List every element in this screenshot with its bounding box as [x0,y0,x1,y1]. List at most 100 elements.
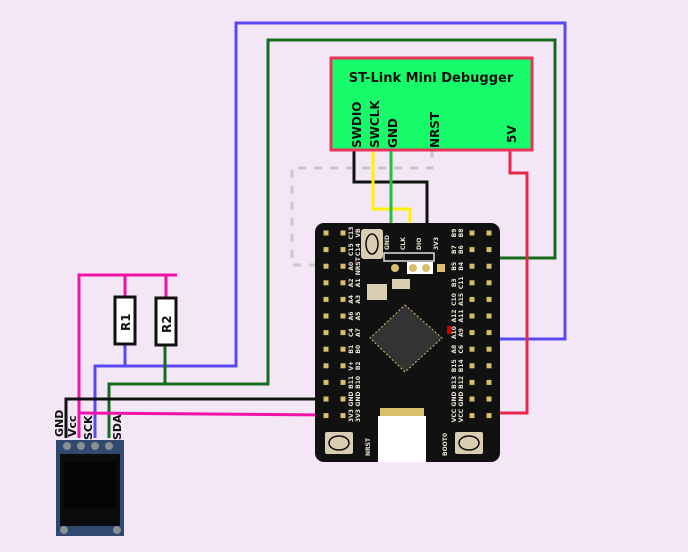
debugger-pin-5v: 5V [505,125,519,143]
btn-label-nrst: NRST [365,437,372,456]
board-pin-label-right: B14 [458,359,465,372]
board-pin-label-left: A0 [348,262,355,271]
debugger-pin-swclk: SWCLK [368,100,382,148]
header-pad [340,330,346,336]
header-pad [486,363,492,369]
header-pad [340,296,346,302]
board-pin-label-left: NRST [355,256,362,275]
st-link-debugger: ST-Link Mini Debugger SWDIO SWCLK GND NR… [329,56,534,152]
header-pad [340,379,346,385]
board-pin-label-right: A8 [451,345,458,354]
header-pad [486,263,492,269]
debugger-title: ST-Link Mini Debugger [349,71,514,86]
board-pin-label-left: A7 [355,328,362,337]
header-pad [486,247,492,253]
board-pin-label-left: A2 [348,278,355,287]
header-pad [469,346,475,352]
header-pad [323,413,329,419]
oled-pin-vcc: Vcc [66,415,79,437]
board-pin-label-left: C15 [348,243,355,256]
header-pad [469,379,475,385]
resistor-r2: R2 [154,296,178,347]
header-pad [323,230,329,236]
board-pin-label-right: B9 [451,229,458,238]
board-pin-label-left: A6 [348,312,355,321]
header-pad [486,413,492,419]
board-pin-label-right: B15 [451,359,458,372]
board-pin-label-right: B8 [458,229,465,238]
debugger-pin-swdio: SWDIO [350,101,364,148]
resistor-r2-label: R2 [160,315,174,333]
header-pad [486,346,492,352]
board-pin-label-right: A11 [458,310,465,323]
header-pad [340,346,346,352]
header-pad [469,313,475,319]
board-pin-label-left: B10 [355,376,362,389]
header-pad [486,313,492,319]
swd-pin-3v3: 3V3 [433,237,440,250]
board-pin-label-left: B11 [348,376,355,389]
board-pin-label-right: VCC [458,408,465,422]
board-pin-label-right: B13 [451,376,458,389]
header-pad [323,313,329,319]
board-pin-label-left: A5 [355,312,362,321]
usb-c-port [378,416,426,462]
header-pad [340,263,346,269]
board-pin-label-left: VB [355,228,362,238]
board-pin-label-right: B7 [451,245,458,254]
btn-label-boot0: BOOT0 [442,433,449,456]
board-pin-label-right: A10 [451,326,458,339]
header-pad [340,413,346,419]
header-pad [469,330,475,336]
header-pads [323,230,492,419]
board-pin-label-left: C4 [348,328,355,337]
board-pin-label-left: C13 [348,227,355,240]
swd-header: GND CLK DIO 3V3 [383,235,445,274]
board-pin-label-right: A15 [458,293,465,306]
header-pad [323,330,329,336]
header-pad [469,280,475,286]
board-pin-label-right: B6 [458,245,465,254]
board-pin-label-left: A4 [348,295,355,304]
header-pad [469,363,475,369]
swd-pin-clk: CLK [400,237,407,250]
board-pin-label-right: C10 [451,293,458,306]
resistor-r1: R1 [113,295,137,346]
board-pin-label-left: GND [355,392,362,407]
header-pad [323,280,329,286]
oled-display: GND Vcc SCK SDA [53,410,124,536]
board-pin-label-right: GND [458,392,465,407]
oled-pin-gnd: GND [53,410,66,437]
wire-vcc-magenta [77,273,177,438]
header-pad [469,396,475,402]
board-pin-label-right: B3 [451,278,458,287]
header-pad [486,280,492,286]
board-pin-label-right: A9 [458,328,465,337]
swd-pin-gnd: GND [384,235,391,250]
debugger-pin-gnd: GND [386,118,400,148]
board-pin-label-right: B4 [458,262,465,271]
board-pin-label-right: B12 [458,376,465,389]
oled-pin-sck: SCK [82,415,95,440]
header-pad [323,396,329,402]
board-pin-label-left: GND [348,392,355,407]
wire-5v-red [490,150,529,415]
header-pad [340,247,346,253]
header-pad [486,379,492,385]
board-pin-label-right: VCC [451,408,458,422]
board-pin-label-left: 3V3 [348,409,355,422]
mcu-chip [369,304,443,373]
header-pad [340,280,346,286]
header-pad [486,296,492,302]
swd-pin-dio: DIO [416,238,423,250]
header-pad [340,363,346,369]
board-pin-label-right: C6 [458,345,465,354]
board-pin-label-left: 3V3 [355,409,362,422]
header-pad [486,230,492,236]
header-pad [323,247,329,253]
board-pin-label-right: C11 [458,276,465,289]
header-pad [486,396,492,402]
